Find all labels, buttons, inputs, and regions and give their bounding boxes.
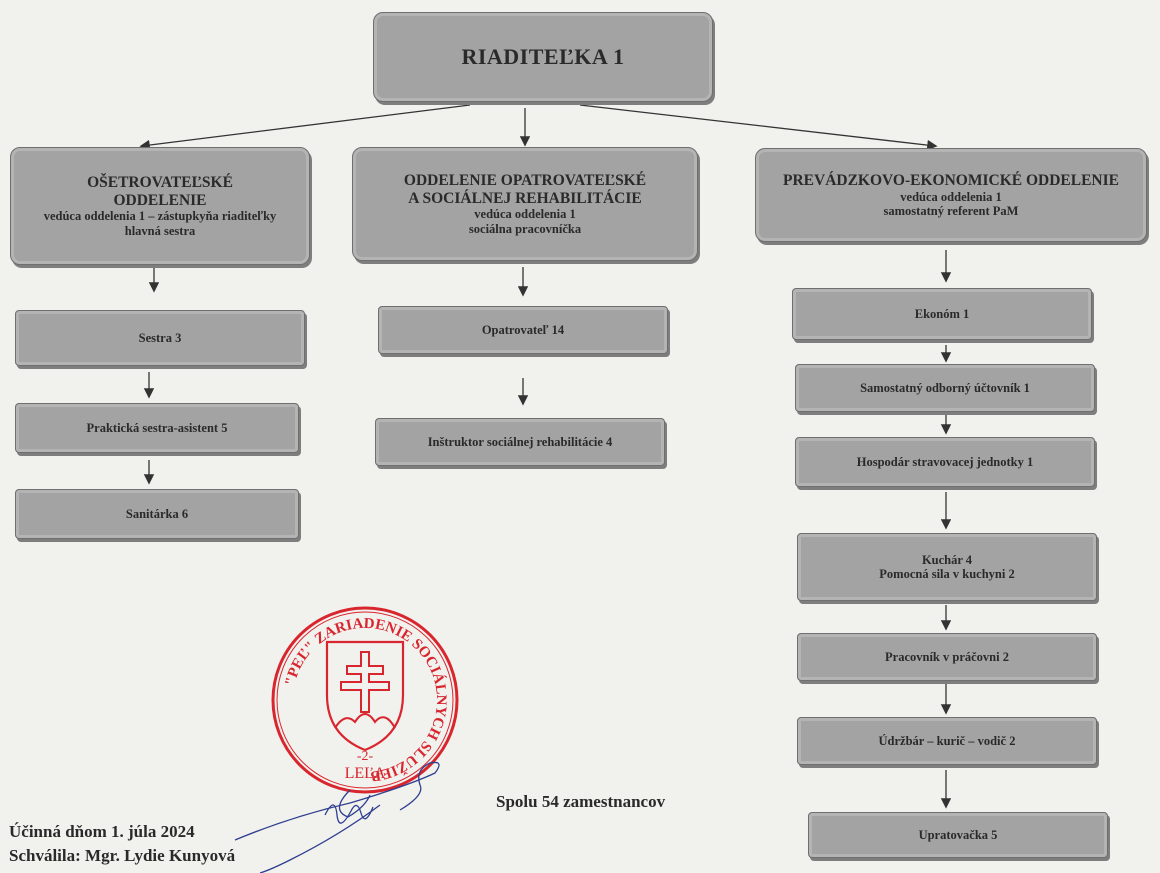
employee-total: Spolu 54 zamestnancov (496, 792, 666, 811)
position-label: Upratovačka 5 (918, 827, 998, 842)
arrow-director-dept1 (139, 104, 471, 151)
department-title-line: ODDELENIE OPATROVATEĽSKÉ (403, 171, 647, 189)
position-box: Sestra 3 (15, 310, 305, 366)
position-box: Sanitárka 6 (15, 489, 299, 539)
department-subtitle-line: vedúca oddelenia 1 (900, 189, 1002, 204)
position-label: Kuchár 4 (921, 552, 973, 567)
position-label: Opatrovateľ 14 (481, 322, 565, 337)
signature (234, 761, 440, 873)
department-title-line: PREVÁDZKOVO-EKONOMICKÉ ODDELENIE (783, 171, 1119, 189)
position-label: Sanitárka 6 (125, 506, 189, 521)
department-subtitle-line: hlavná sestra (124, 223, 196, 238)
position-label: Samostatný odborný účtovník 1 (860, 380, 1030, 395)
department-subtitle-line: samostatný referent PaM (883, 203, 1019, 218)
department-nursing-box: OŠETROVATEĽSKÉ ODDELENIE vedúca oddeleni… (10, 147, 310, 265)
position-label: Pracovník v práčovni 2 (885, 649, 1009, 664)
position-box: Opatrovateľ 14 (378, 306, 668, 354)
position-box: Hospodár stravovacej jednotky 1 (795, 437, 1095, 487)
position-box: Praktická sestra-asistent 5 (15, 403, 299, 453)
position-box: Inštruktor sociálnej rehabilitácie 4 (375, 418, 665, 466)
position-box: Kuchár 4 Pomocná sila v kuchyni 2 (797, 533, 1097, 601)
position-box: Ekonóm 1 (792, 288, 1092, 340)
department-title-line: OŠETROVATEĽSKÉ (87, 173, 233, 191)
department-title-line: ODDELENIE (113, 191, 207, 209)
department-subtitle-line: vedúca oddelenia 1 (474, 207, 576, 222)
position-label: Praktická sestra-asistent 5 (86, 420, 228, 435)
position-box: Údržbár – kurič – vodič 2 (797, 717, 1097, 765)
position-label: Pomocná sila v kuchyni 2 (879, 567, 1015, 581)
stamp-number: -2- (357, 749, 374, 764)
department-care-box: ODDELENIE OPATROVATEĽSKÉ A SOCIÁLNEJ REH… (352, 147, 698, 261)
department-title-line: A SOCIÁLNEJ REHABILITÁCIE (408, 189, 642, 207)
position-box: Upratovačka 5 (808, 812, 1108, 858)
position-label: Údržbár – kurič – vodič 2 (878, 733, 1016, 748)
position-label: Sestra 3 (138, 330, 182, 345)
position-box: Samostatný odborný účtovník 1 (795, 364, 1095, 412)
position-box: Pracovník v práčovni 2 (797, 633, 1097, 681)
position-label: Inštruktor sociálnej rehabilitácie 4 (427, 434, 613, 449)
arrow-director-dept3 (579, 104, 938, 151)
organization-stamp: "PEĽ" ZARIADENIE SOCIÁLNYCH SLUŽIEB -2- … (271, 606, 459, 794)
department-subtitle-line: vedúca oddelenia 1 – zástupkyňa riaditeľ… (43, 209, 277, 224)
stamp-city: LEĽA (345, 765, 386, 782)
approved-by: Schválila: Mgr. Lydie Kunyová (9, 846, 236, 865)
director-title: RIADITEĽKA 1 (461, 44, 625, 70)
department-subtitle-line: sociálna pracovníčka (468, 221, 582, 236)
position-label: Ekonóm 1 (914, 306, 970, 321)
department-operations-box: PREVÁDZKOVO-EKONOMICKÉ ODDELENIE vedúca … (755, 148, 1147, 242)
effective-date: Účinná dňom 1. júla 2024 (9, 822, 195, 841)
director-box: RIADITEĽKA 1 (373, 12, 713, 102)
position-label: Hospodár stravovacej jednotky 1 (856, 454, 1034, 469)
